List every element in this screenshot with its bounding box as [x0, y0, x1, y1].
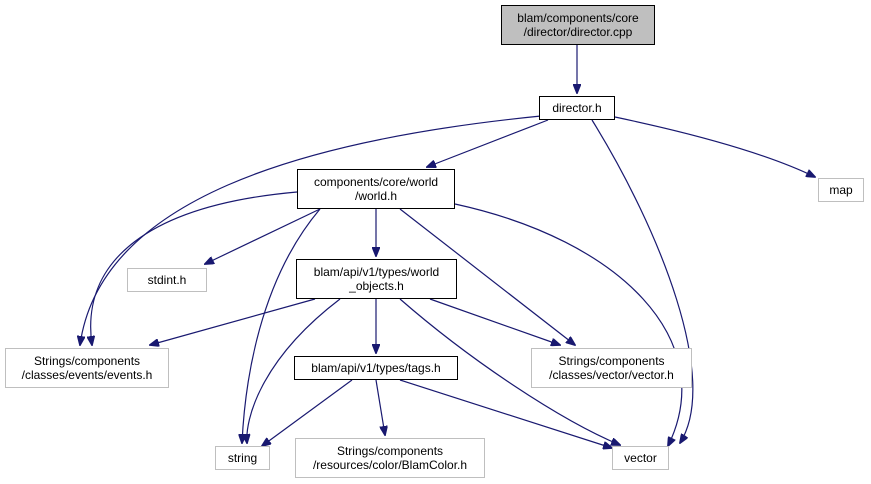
node-label-line: /world.h: [354, 189, 398, 203]
edge-tags_h-to-blamcolor_h: [375, 379, 385, 435]
edges-group: [80, 45, 815, 448]
node-events-h: Strings/components/classes/events/events…: [5, 348, 169, 388]
node-label-line: director.h: [552, 101, 602, 115]
edge-world_h-to-stdint_h: [205, 208, 321, 264]
node-label-line: components/core/world: [313, 175, 439, 189]
node-label-line: /classes/events/events.h: [21, 368, 153, 382]
node-vector: vector: [612, 446, 669, 470]
edge-tags_h-to-vector: [399, 379, 612, 448]
node-label-line: vector: [624, 451, 657, 465]
node-tags-h[interactable]: blam/api/v1/types/tags.h: [294, 356, 458, 380]
node-label-line: Strings/components: [336, 444, 444, 458]
edge-tags_h-to-string: [262, 379, 353, 446]
node-label-line: stdint.h: [147, 273, 187, 287]
node-label-line: blam/api/v1/types/world: [313, 265, 440, 279]
node-map: map: [818, 178, 864, 202]
node-label-line: map: [829, 183, 853, 197]
edge-world_objects_h-to-events_h: [150, 298, 316, 345]
edge-world_h-to-events_h: [91, 191, 298, 345]
node-world-objects-h[interactable]: blam/api/v1/types/world_objects.h: [296, 259, 457, 299]
node-stdint-h: stdint.h: [127, 268, 207, 292]
node-world-h[interactable]: components/core/world/world.h: [297, 169, 455, 209]
node-label-line: _objects.h: [349, 279, 404, 293]
edge-world_h-to-string: [242, 208, 321, 443]
edge-director_h-to-events_h: [80, 115, 542, 345]
node-label-line: blam/components/core: [517, 11, 639, 25]
edge-director_h-to-world_h: [427, 119, 549, 167]
edge-world_objects_h-to-vector: [399, 298, 620, 445]
node-string: string: [215, 446, 270, 470]
node-label-line: /classes/vector/vector.h: [549, 368, 674, 382]
node-blamcolor-h: Strings/components/resources/color/BlamC…: [295, 438, 485, 478]
node-label-line: Strings/components: [558, 354, 665, 368]
edge-director_h-to-vector: [591, 119, 694, 443]
node-director-h[interactable]: director.h: [539, 96, 615, 120]
node-director-cpp[interactable]: blam/components/core/director/director.c…: [501, 5, 655, 45]
edge-world_h-to-vector: [454, 203, 683, 446]
edge-director_h-to-map: [614, 116, 815, 177]
node-label-line: /director/director.cpp: [523, 25, 633, 39]
edge-world_h-to-vector_h: [399, 208, 575, 345]
node-label-line: Strings/components: [33, 354, 141, 368]
node-vector-h: Strings/components/classes/vector/vector…: [531, 348, 692, 388]
edge-world_objects_h-to-vector_h: [429, 298, 560, 345]
node-label-line: string: [227, 451, 258, 465]
node-label-line: /resources/color/BlamColor.h: [312, 458, 468, 472]
edge-world_objects_h-to-string: [247, 298, 341, 443]
node-label-line: blam/api/v1/types/tags.h: [311, 361, 441, 375]
